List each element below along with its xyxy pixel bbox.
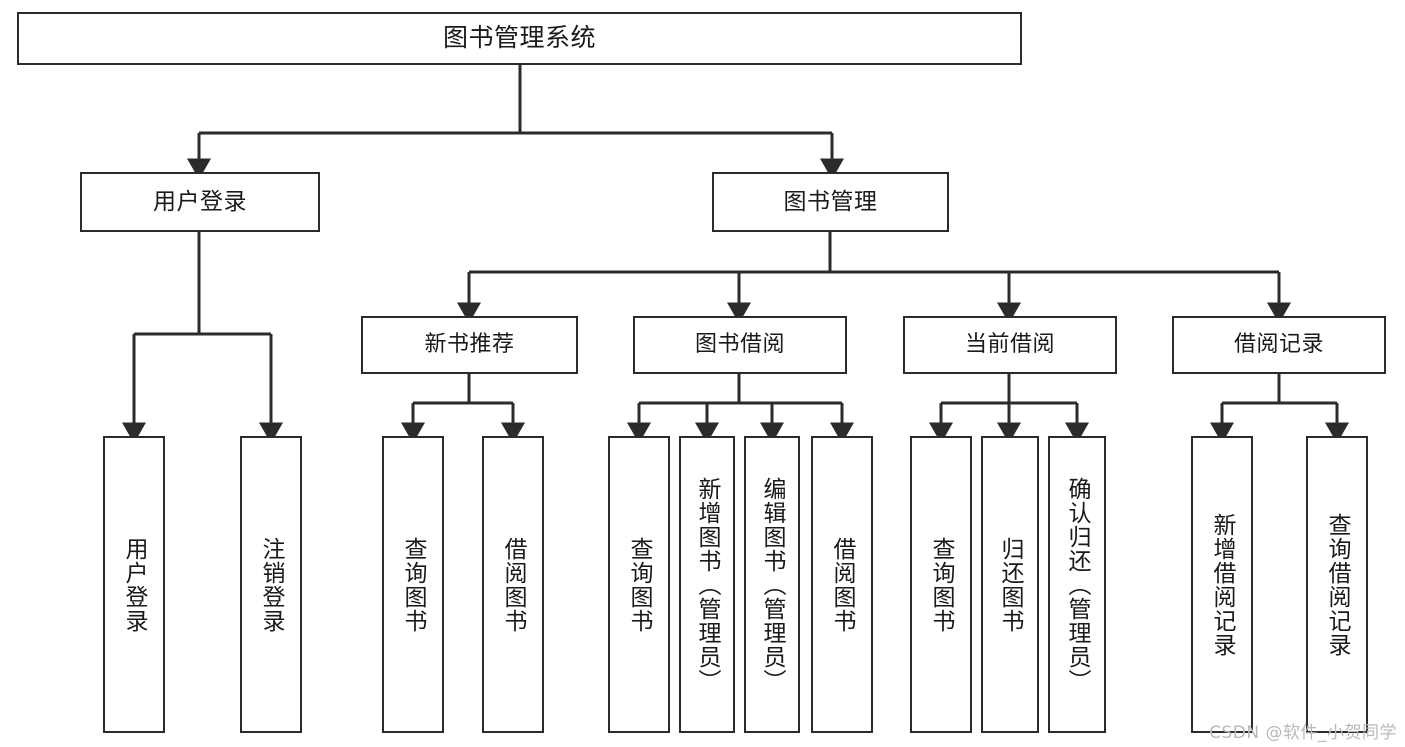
node-leaf-user-logout[interactable]: 注销登录 <box>240 436 302 733</box>
node-label: 查询借阅记录 <box>1324 512 1351 657</box>
node-book-manage[interactable]: 图书管理 <box>712 172 949 232</box>
node-leaf-query-book-current[interactable]: 查询图书 <box>910 436 972 733</box>
node-label: 图书管理 <box>783 188 878 215</box>
node-label: 归还图书 <box>997 536 1024 633</box>
node-label: 查询图书 <box>928 536 955 633</box>
node-leaf-query-borrow-record[interactable]: 查询借阅记录 <box>1306 436 1368 733</box>
node-leaf-borrow-book-recommend[interactable]: 借阅图书 <box>482 436 544 733</box>
node-book-borrow[interactable]: 图书借阅 <box>633 316 847 374</box>
node-label: 当前借阅 <box>964 332 1055 358</box>
node-label: 编辑图书（管理员） <box>759 476 786 693</box>
node-label: 查询图书 <box>400 536 427 633</box>
node-label: 借阅记录 <box>1233 332 1324 358</box>
node-label: 查询图书 <box>626 536 653 633</box>
node-label: 用户登录 <box>121 536 148 633</box>
node-label: 确认归还（管理员） <box>1064 476 1091 693</box>
node-leaf-add-borrow-record[interactable]: 新增借阅记录 <box>1191 436 1253 733</box>
node-label: 注销登录 <box>258 536 285 633</box>
node-leaf-borrow-book[interactable]: 借阅图书 <box>811 436 873 733</box>
node-leaf-edit-book[interactable]: 编辑图书（管理员） <box>744 436 800 733</box>
node-user-login[interactable]: 用户登录 <box>80 172 320 232</box>
node-leaf-query-book-borrow[interactable]: 查询图书 <box>608 436 670 733</box>
node-leaf-user-login[interactable]: 用户登录 <box>103 436 165 733</box>
node-root-system[interactable]: 图书管理系统 <box>17 12 1022 65</box>
node-label: 新增借阅记录 <box>1209 512 1236 657</box>
node-borrow-record[interactable]: 借阅记录 <box>1172 316 1386 374</box>
node-leaf-add-book[interactable]: 新增图书（管理员） <box>679 436 735 733</box>
node-leaf-query-book-recommend[interactable]: 查询图书 <box>382 436 444 733</box>
node-new-book-recommend[interactable]: 新书推荐 <box>361 316 578 374</box>
node-label: 图书管理系统 <box>442 23 596 53</box>
node-label: 新增图书（管理员） <box>694 476 721 693</box>
node-label: 图书借阅 <box>694 332 785 358</box>
node-leaf-return-book[interactable]: 归还图书 <box>981 436 1039 733</box>
node-current-borrow[interactable]: 当前借阅 <box>903 316 1117 374</box>
node-label: 借阅图书 <box>500 536 527 633</box>
node-leaf-confirm-return[interactable]: 确认归还（管理员） <box>1048 436 1106 733</box>
node-label: 新书推荐 <box>424 332 515 358</box>
node-label: 借阅图书 <box>829 536 856 633</box>
node-label: 用户登录 <box>153 188 247 215</box>
